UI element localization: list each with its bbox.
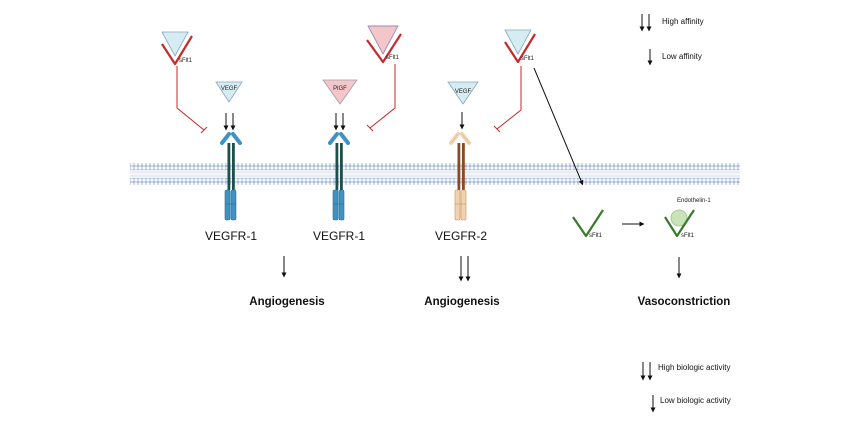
activity-arrows-high-middle (458, 256, 471, 282)
sflt1-trap-middle: sFlt1 (366, 25, 402, 64)
plgf-ligand: PlGF (322, 79, 358, 105)
outcome-vasoconstriction: Vasoconstriction (638, 296, 731, 308)
legend-low-activity: Low biologic activity (660, 396, 731, 405)
vegfr1-label-left: VEGFR-1 (205, 229, 257, 243)
binding-arrows-high-middle (333, 113, 346, 131)
outcome-angiogenesis-right: Angiogenesis (424, 296, 499, 308)
outcome-angiogenesis-left: Angiogenesis (249, 296, 324, 308)
endothelin-molecule (670, 209, 688, 227)
vegf-label: VEGF (221, 86, 238, 92)
legend-high-affinity: High affinity (662, 17, 704, 26)
sflt1-trap-right: sFlt1 (504, 29, 536, 64)
legend-affinity: High affinity Low affinity (639, 14, 704, 66)
binding-arrows-high-left (223, 113, 236, 131)
vegfr1-receptor-left (220, 132, 242, 221)
sflt1-endothelin-complex: sFlt1 Endothelin-1 (664, 198, 711, 239)
inhibition-line-middle (366, 64, 396, 132)
endothelin-label: Endothelin-1 (677, 198, 711, 204)
plgf-label: PlGF (333, 86, 347, 92)
vegfr1-receptor-middle (328, 132, 350, 221)
vegf-label: VEGF (455, 89, 472, 95)
legend-high-activity: High biologic activity (658, 363, 730, 372)
legend-low-affinity: Low affinity (662, 52, 702, 61)
inhibition-line-right (493, 66, 522, 133)
sflt1-label: sFlt1 (386, 55, 400, 61)
vegf-ligand-left: VEGF (215, 81, 243, 103)
sflt1-to-free-arrow (533, 67, 584, 186)
vegfr1-label-middle: VEGFR-1 (313, 229, 365, 243)
vegfr2-label: VEGFR-2 (435, 229, 487, 243)
sflt1-free: sFlt1 (572, 209, 604, 239)
vegfr2-receptor (449, 132, 471, 221)
inhibition-line-left (176, 66, 208, 134)
sflt1-label: sFlt1 (521, 56, 535, 62)
sflt1-label: sFlt1 (681, 233, 695, 239)
sflt1-trap-left: sFlt1 (161, 31, 193, 66)
sflt1-label: sFlt1 (179, 58, 193, 64)
cell-membrane (130, 163, 740, 185)
legend-activity: High biologic activity Low biologic acti… (640, 362, 731, 413)
vegf-ligand-right: VEGF (447, 81, 479, 105)
sflt1-label: sFlt1 (589, 233, 603, 239)
